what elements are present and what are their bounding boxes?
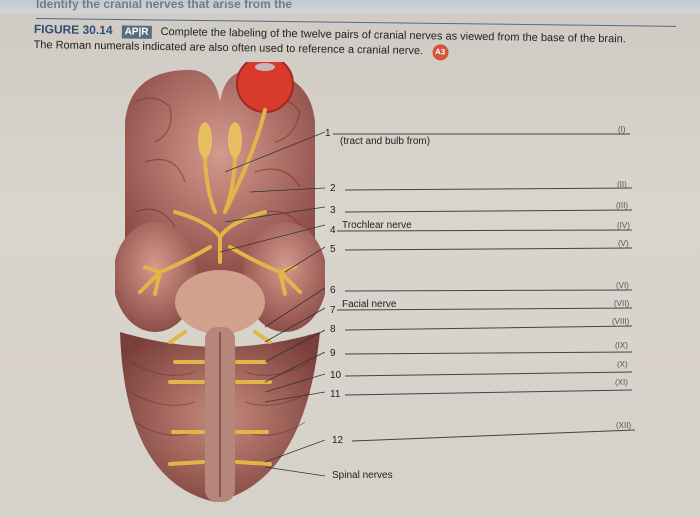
label-number-1: 1: [325, 128, 331, 139]
label-number-6: 6: [330, 285, 336, 296]
roman-IV: (IV): [617, 221, 630, 230]
roman-XII: (XII): [616, 421, 632, 430]
label-number-10: 10: [330, 370, 342, 381]
frontal-lobes: [125, 69, 315, 277]
label-number-7: 7: [330, 305, 336, 316]
roman-IX: (IX): [615, 341, 628, 350]
tract-and-bulb-note: (tract and bulb from): [340, 136, 431, 147]
answer-facial-nerve: Facial nerve: [342, 299, 397, 310]
roman-VI: (VI): [616, 281, 629, 290]
answer-trochlear-nerve: Trochlear nerve: [342, 220, 412, 231]
label-number-4: 4: [330, 225, 336, 236]
roman-V: (V): [618, 239, 629, 248]
olfactory-bulb-right: [228, 122, 242, 158]
brain-base-illustration: [115, 62, 325, 502]
roman-II: (II): [617, 180, 627, 189]
spinal-nerves-label: Spinal nerves: [332, 470, 393, 481]
label-number-12: 12: [332, 435, 344, 446]
label-number-5: 5: [330, 244, 336, 255]
olfactory-bulb-left: [198, 122, 212, 158]
roman-III: (III): [616, 201, 628, 210]
label-number-2: 2: [330, 183, 336, 194]
roman-I: (I): [618, 125, 626, 134]
roman-VIII: (VIII): [612, 317, 630, 326]
label-number-11: 11: [330, 389, 341, 400]
roman-X: (X): [617, 360, 628, 369]
top-partial-text: Identify the cranial nerves that arise f…: [36, 0, 293, 11]
roman-XI: (XI): [615, 378, 628, 387]
label-number-3: 3: [330, 205, 336, 216]
label-number-8: 8: [330, 324, 336, 335]
pons: [175, 270, 265, 334]
label-number-9: 9: [330, 348, 336, 359]
roman-VII: (VII): [614, 299, 630, 308]
top-page-strip: [0, 0, 700, 14]
